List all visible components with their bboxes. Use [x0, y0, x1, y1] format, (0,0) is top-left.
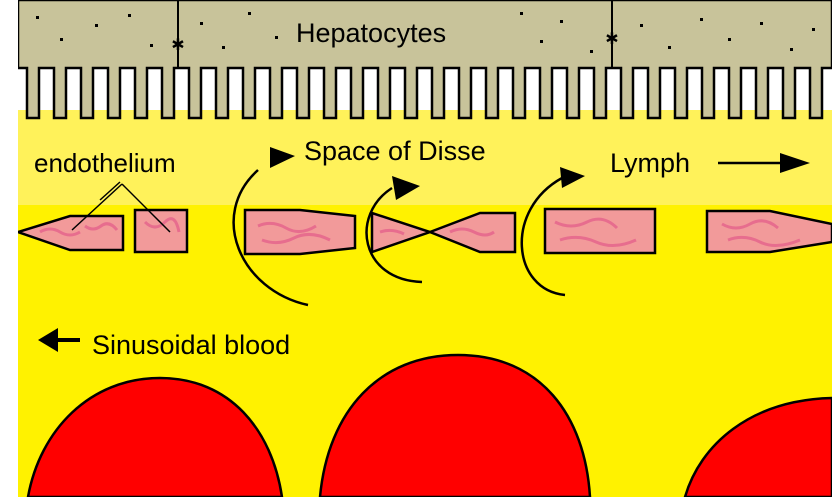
- hepatocytes-label: Hepatocytes: [296, 18, 446, 48]
- endothelial-cell: [545, 209, 655, 253]
- cell-junction-mark: ✱: [605, 31, 618, 48]
- space-of-disse-label: Space of Disse: [304, 136, 486, 166]
- lymph-label: Lymph: [610, 148, 690, 178]
- sinusoidal-blood-label: Sinusoidal blood: [92, 330, 290, 360]
- cell-junction-mark: ✱: [171, 37, 184, 54]
- endothelium-label: endothelium: [34, 148, 176, 178]
